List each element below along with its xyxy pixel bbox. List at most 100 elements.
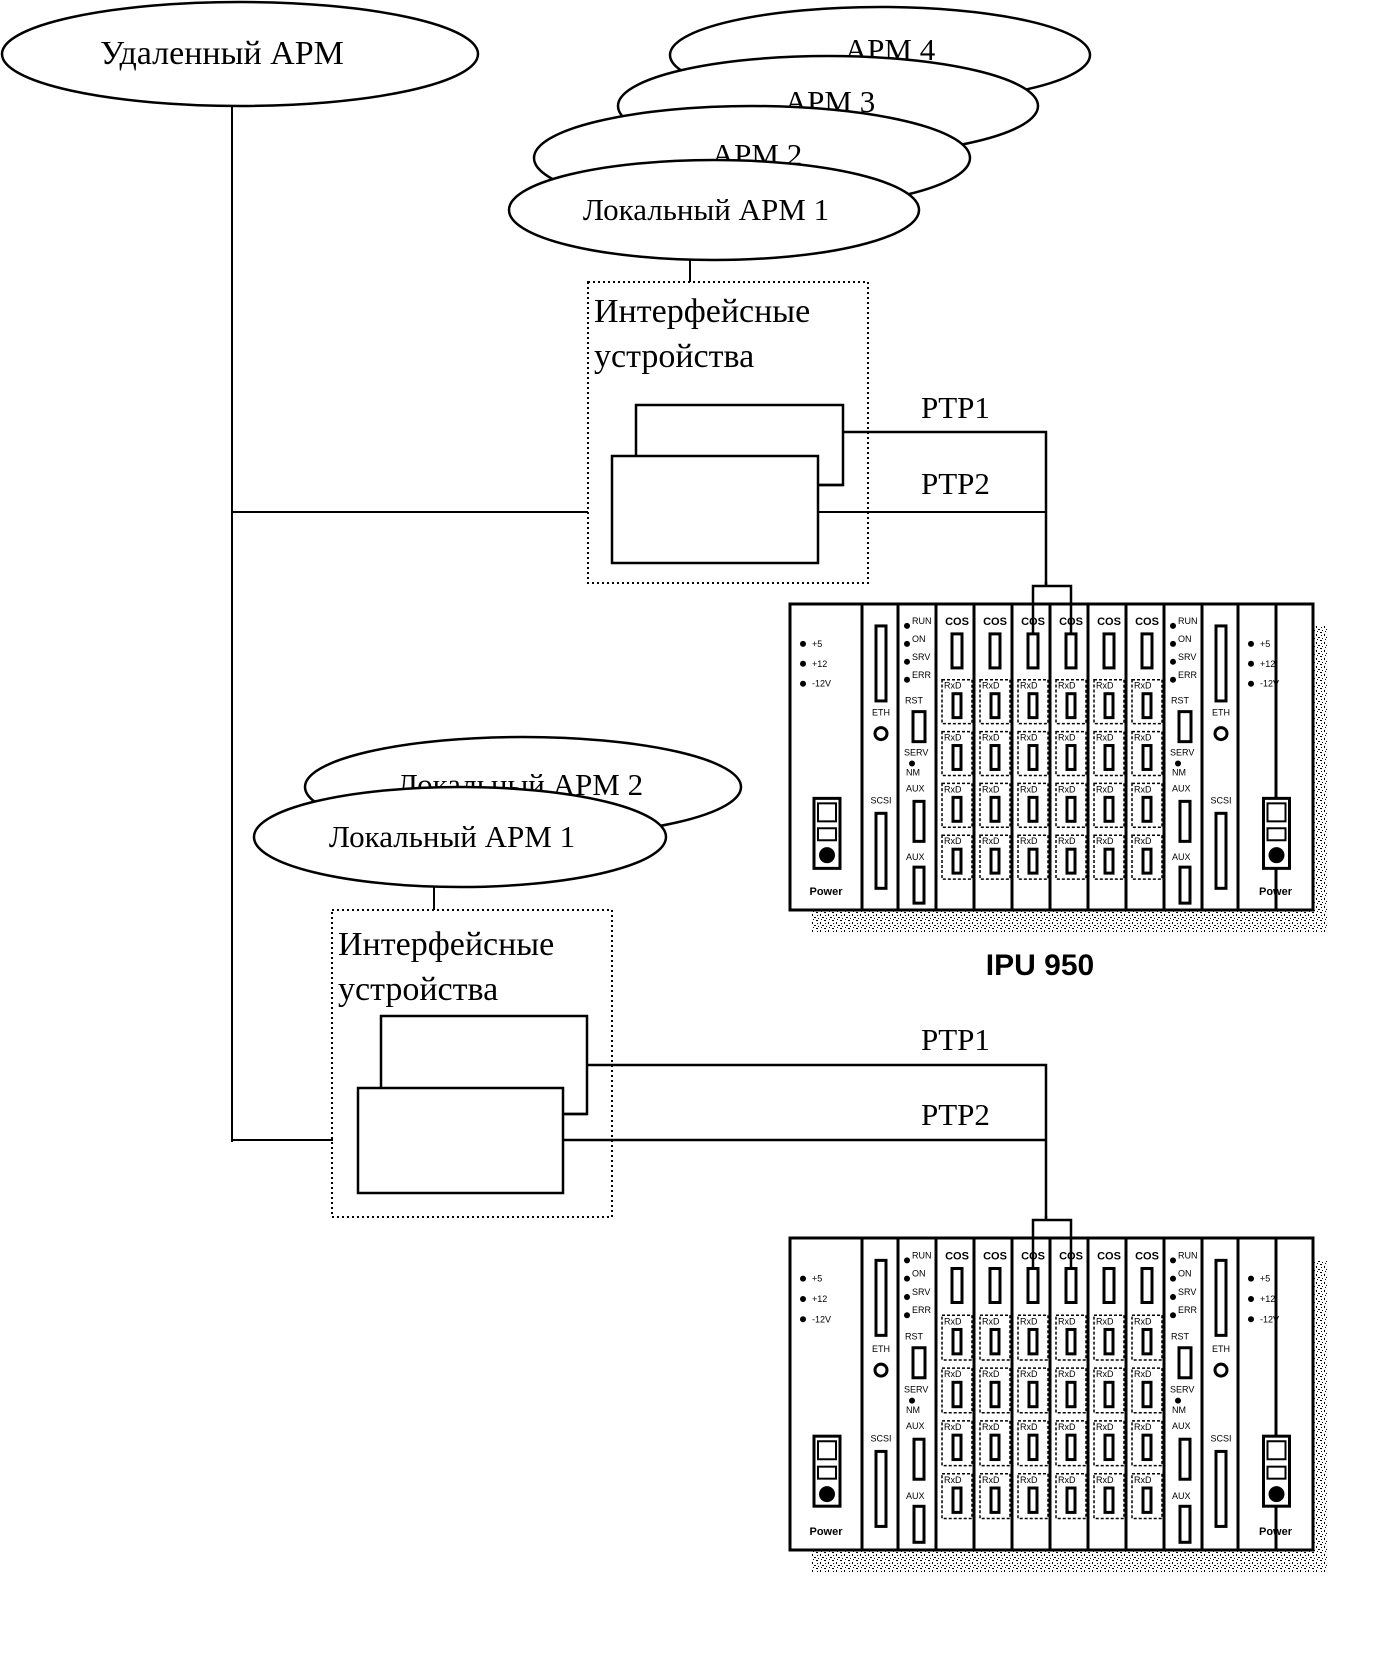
rxd-label: RxD bbox=[944, 1475, 962, 1485]
local-workstation-1-label: Локальный АРМ 1 bbox=[583, 192, 829, 227]
rxd-label: RxD bbox=[1096, 1369, 1114, 1379]
rxd-label: RxD bbox=[1134, 1422, 1152, 1432]
serial-port bbox=[1065, 692, 1077, 720]
cpu-led-label: ERR bbox=[912, 670, 932, 680]
cpu-led-label: SRV bbox=[912, 652, 930, 662]
serial-port bbox=[1141, 692, 1153, 720]
cos-port bbox=[1140, 632, 1154, 670]
rxd-label: RxD bbox=[1058, 1422, 1076, 1432]
power-led bbox=[800, 1295, 806, 1302]
local-workstation-1-ellipse bbox=[507, 158, 921, 262]
rxd-label: RxD bbox=[1058, 1475, 1076, 1485]
serial-port bbox=[989, 1327, 1001, 1356]
interface-device-front bbox=[610, 454, 820, 565]
serial-port bbox=[1103, 1327, 1115, 1356]
eth-label: ETH bbox=[1212, 1344, 1230, 1354]
power-led bbox=[1248, 640, 1254, 647]
rxd-label: RxD bbox=[1134, 836, 1152, 846]
remote-workstation: Удаленный АРМ bbox=[0, 0, 480, 108]
power-fan-icon bbox=[819, 847, 835, 864]
scsi-slot bbox=[874, 1449, 888, 1528]
eth-port-icon bbox=[1213, 726, 1229, 742]
bottom-workstation-stack: Локальный АРМ 2 Локальный АРМ 1 bbox=[252, 735, 743, 889]
power-led-label: +5 bbox=[1260, 1274, 1270, 1284]
aux-port bbox=[912, 1504, 926, 1544]
interface-label-line1: Интерфейсные bbox=[594, 293, 810, 330]
ptp1-link-bottom bbox=[587, 1063, 1048, 1218]
rack-shadow bbox=[812, 910, 1321, 932]
rack-label: IPU 950 bbox=[986, 949, 1094, 982]
rxd-label: RxD bbox=[982, 1316, 1000, 1326]
serial-port bbox=[989, 692, 1001, 720]
cpu-led bbox=[904, 622, 910, 629]
power-fan-icon bbox=[1268, 847, 1285, 864]
rst-switch bbox=[1177, 710, 1193, 744]
nm-label: NM bbox=[906, 767, 920, 777]
bottom-local-workstation-1-label: Локальный АРМ 1 bbox=[329, 819, 575, 854]
power-switch bbox=[1266, 1440, 1287, 1461]
cpu-led bbox=[1170, 1312, 1176, 1319]
rxd-label: RxD bbox=[1096, 1475, 1114, 1485]
rxd-label: RxD bbox=[944, 733, 962, 743]
nm-led bbox=[909, 760, 915, 767]
serial-port-module bbox=[979, 1314, 1011, 1361]
scsi-label: SCSI bbox=[1210, 1433, 1231, 1443]
power-led bbox=[1248, 660, 1254, 667]
rxd-label: RxD bbox=[1134, 1369, 1152, 1379]
rxd-label: RxD bbox=[1020, 1369, 1038, 1379]
cpu-led-label: SRV bbox=[1178, 1287, 1196, 1297]
rxd-label: RxD bbox=[1020, 784, 1038, 794]
scsi-slot bbox=[1214, 1449, 1228, 1528]
rxd-label: RxD bbox=[944, 681, 962, 691]
cos-port bbox=[1026, 632, 1040, 670]
serial-port bbox=[1065, 847, 1077, 875]
rxd-label: RxD bbox=[1058, 1316, 1076, 1326]
power-led-label: +5 bbox=[812, 1274, 822, 1284]
rst-label: RST bbox=[1171, 696, 1190, 706]
rxd-label: RxD bbox=[1096, 1422, 1114, 1432]
power-label: Power bbox=[809, 886, 843, 898]
rst-label: RST bbox=[905, 1332, 924, 1342]
cpu-led bbox=[904, 1293, 910, 1300]
aux-label: AUX bbox=[906, 1421, 925, 1431]
cos-port bbox=[1026, 1266, 1040, 1304]
serial-port bbox=[1065, 1486, 1077, 1514]
rxd-label: RxD bbox=[944, 1422, 962, 1432]
aux-label: AUX bbox=[1172, 1421, 1191, 1431]
power-led-label: +12 bbox=[812, 659, 827, 669]
serv-label: SERV bbox=[1170, 1384, 1194, 1394]
serial-port bbox=[989, 1486, 1001, 1514]
cos-label: COS bbox=[983, 1250, 1007, 1262]
power-led-label: +12 bbox=[1260, 1294, 1275, 1304]
rxd-label: RxD bbox=[944, 1316, 962, 1326]
serial-port bbox=[1065, 1327, 1077, 1356]
cos-port bbox=[988, 632, 1002, 670]
serial-port bbox=[951, 1380, 963, 1409]
bottom-interface-devices: Интерфейсные устройства bbox=[331, 909, 613, 1218]
ipu-rack-bottom: +5+12-12VPowerETHSCSIRUNONSRVERRRSTSERVN… bbox=[788, 1216, 1327, 1572]
rxd-label: RxD bbox=[982, 1422, 1000, 1432]
rxd-label: RxD bbox=[1058, 836, 1076, 846]
serial-port bbox=[1141, 1380, 1153, 1409]
nm-label: NM bbox=[1172, 767, 1186, 777]
eth-port-icon bbox=[1213, 1362, 1229, 1378]
serial-port bbox=[1065, 744, 1077, 771]
serial-port bbox=[951, 1327, 963, 1356]
ptp1-link-top bbox=[843, 430, 1048, 585]
power-indicator bbox=[1266, 1465, 1287, 1480]
rxd-label: RxD bbox=[1020, 733, 1038, 743]
serial-port bbox=[989, 1433, 1001, 1462]
rst-switch bbox=[911, 1346, 927, 1380]
serial-port bbox=[1103, 1433, 1115, 1462]
serial-port bbox=[951, 1486, 963, 1514]
power-led bbox=[800, 680, 806, 687]
rxd-label: RxD bbox=[982, 836, 1000, 846]
cpu-led-label: RUN bbox=[912, 1250, 932, 1260]
rxd-label: RxD bbox=[982, 1475, 1000, 1485]
serial-port bbox=[1103, 692, 1115, 720]
ptp1-label-top: PTP1 bbox=[921, 390, 990, 425]
aux-label: AUX bbox=[1172, 783, 1191, 793]
power-indicator bbox=[1266, 827, 1287, 842]
serial-port bbox=[989, 847, 1001, 875]
rxd-label: RxD bbox=[1058, 784, 1076, 794]
